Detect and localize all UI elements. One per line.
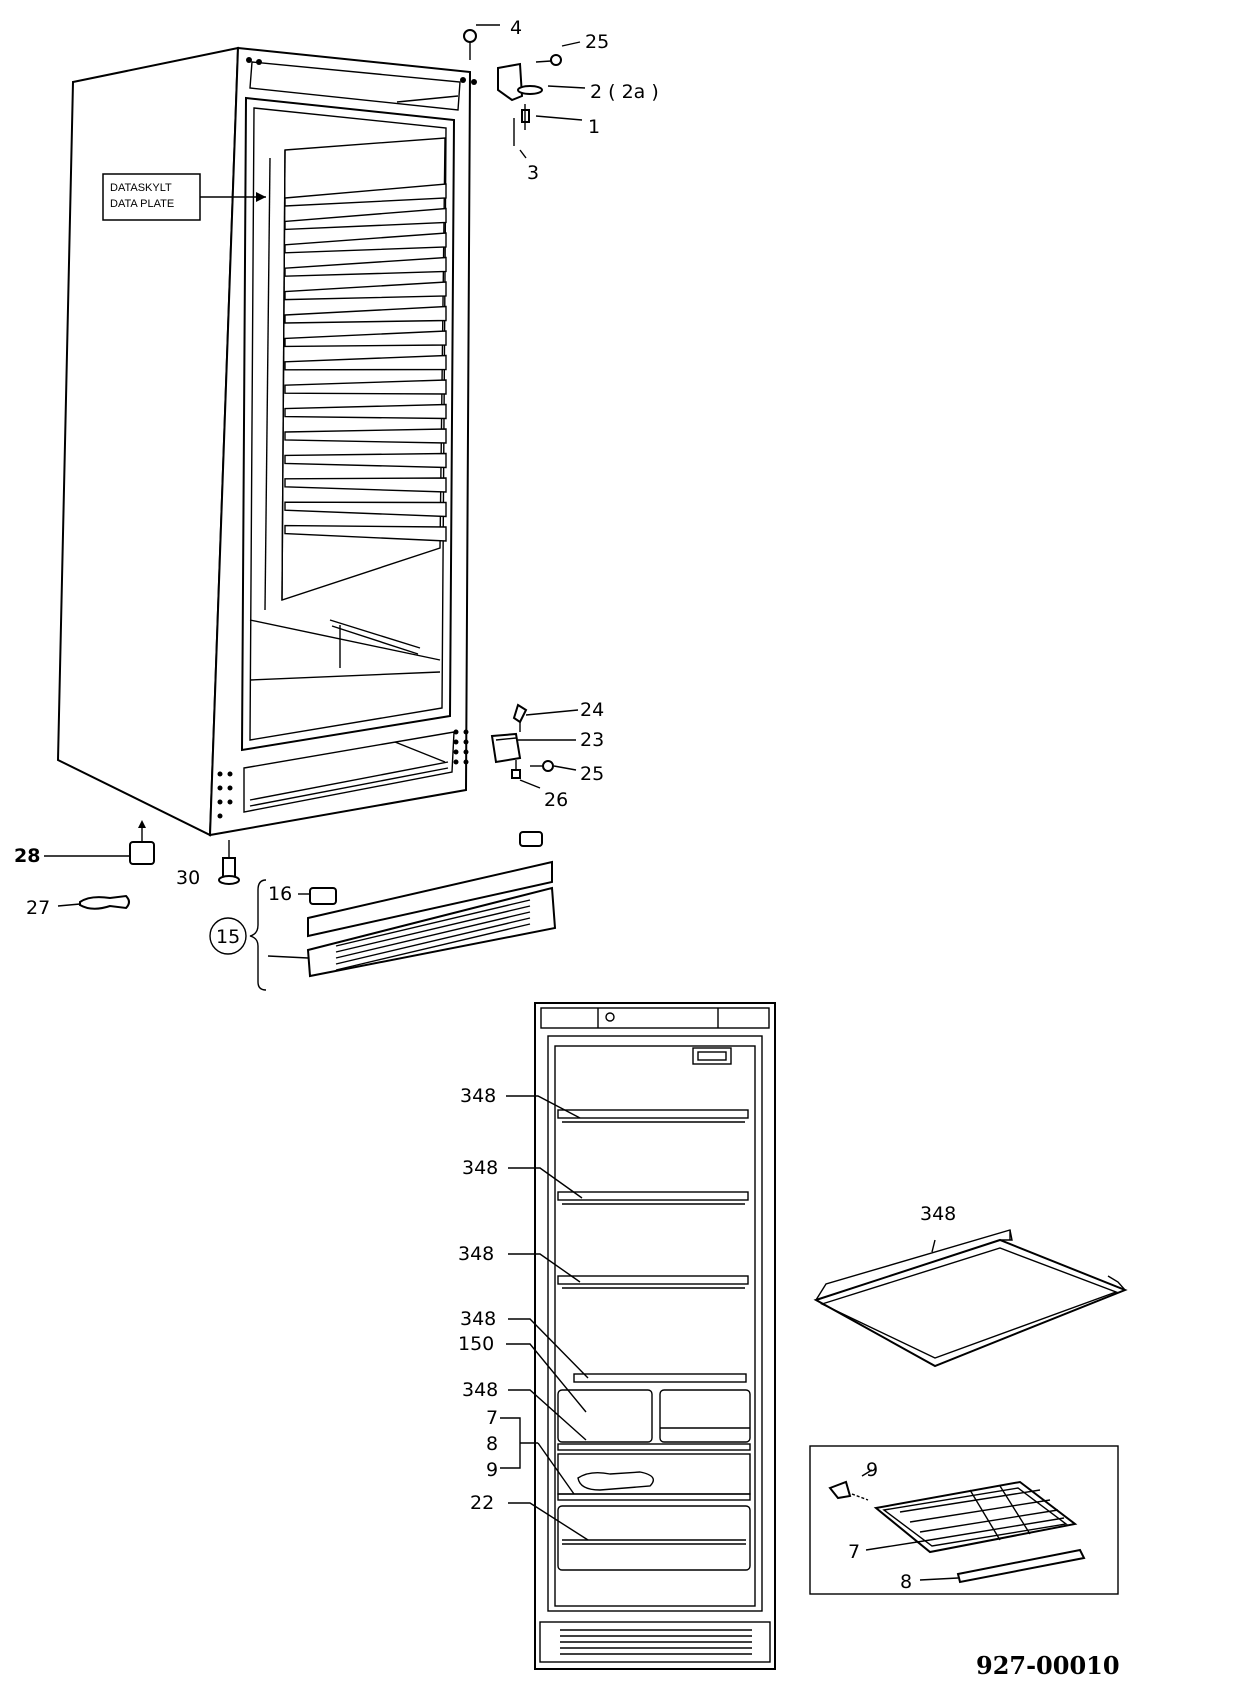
shelf-rail xyxy=(284,330,447,348)
document-number: 927-00010 xyxy=(976,1651,1120,1680)
shelf-rail xyxy=(284,379,447,395)
label-22: 22 xyxy=(470,1492,494,1514)
label-348-shelf-2: 348 xyxy=(462,1157,498,1179)
label-348-shelf-1: 348 xyxy=(460,1085,496,1107)
shelf-rail xyxy=(284,256,447,277)
shelf-rail xyxy=(284,354,447,371)
shelf-rail xyxy=(284,232,447,254)
data-plate-line2: DATA PLATE xyxy=(110,198,174,210)
label-16: 16 xyxy=(268,883,292,905)
front-view-leaders xyxy=(500,1095,589,1541)
lower-hinge-assembly xyxy=(490,703,579,789)
label-7: 7 xyxy=(486,1407,498,1429)
data-plate-line1: DATASKYLT xyxy=(110,182,172,194)
front-view-cabinet xyxy=(534,1002,776,1670)
label-26: 26 xyxy=(544,789,568,811)
feet-and-kickplate xyxy=(44,820,557,991)
grille-detail: 9 7 8 xyxy=(809,1445,1119,1595)
front-view-shelves xyxy=(557,1109,751,1571)
label-9: 9 xyxy=(486,1459,498,1481)
shelf-rail xyxy=(284,524,447,542)
label-23: 23 xyxy=(580,729,604,751)
top-view-labels: 4 25 2 ( 2a ) 1 3 24 23 25 26 28 30 27 1… xyxy=(14,17,659,948)
label-8: 8 xyxy=(486,1433,498,1455)
label-348-detail: 348 xyxy=(920,1203,956,1225)
shelf-rail xyxy=(284,207,447,231)
label-348-shelf-5: 348 xyxy=(462,1379,498,1401)
label-24: 24 xyxy=(580,699,604,721)
label-348-shelf-3: 348 xyxy=(458,1243,494,1265)
label-30: 30 xyxy=(176,867,200,889)
label-9-detail: 9 xyxy=(866,1459,878,1481)
label-28: 28 xyxy=(14,845,40,867)
inner-shelf-rails xyxy=(284,183,447,542)
label-2-2a: 2 ( 2a ) xyxy=(590,81,659,103)
label-4: 4 xyxy=(510,17,522,39)
shelf-detail: 348 xyxy=(813,1203,1128,1368)
shelf-rail xyxy=(284,428,447,444)
shelf-rail xyxy=(284,305,447,324)
shelf-rail xyxy=(284,477,447,493)
shelf-rail xyxy=(284,281,447,301)
label-15: 15 xyxy=(216,926,240,948)
label-3: 3 xyxy=(527,162,539,184)
label-7-detail: 7 xyxy=(848,1541,860,1563)
shelf-rail xyxy=(284,183,447,207)
label-25-top: 25 xyxy=(585,31,609,53)
shelf-rail xyxy=(284,501,447,518)
shelf-rail xyxy=(284,452,447,469)
label-27: 27 xyxy=(26,897,50,919)
label-348-shelf-4: 348 xyxy=(460,1308,496,1330)
shelf-rail xyxy=(284,403,447,420)
label-1: 1 xyxy=(588,116,600,138)
data-plate: DATASKYLT DATA PLATE xyxy=(102,173,266,221)
label-25-lower: 25 xyxy=(580,763,604,785)
label-8-detail: 8 xyxy=(900,1571,912,1593)
top-hinge-assembly xyxy=(463,24,586,159)
front-view-labels: 348 348 348 348 150 348 7 8 9 22 xyxy=(458,1085,498,1514)
label-150: 150 xyxy=(458,1333,494,1355)
